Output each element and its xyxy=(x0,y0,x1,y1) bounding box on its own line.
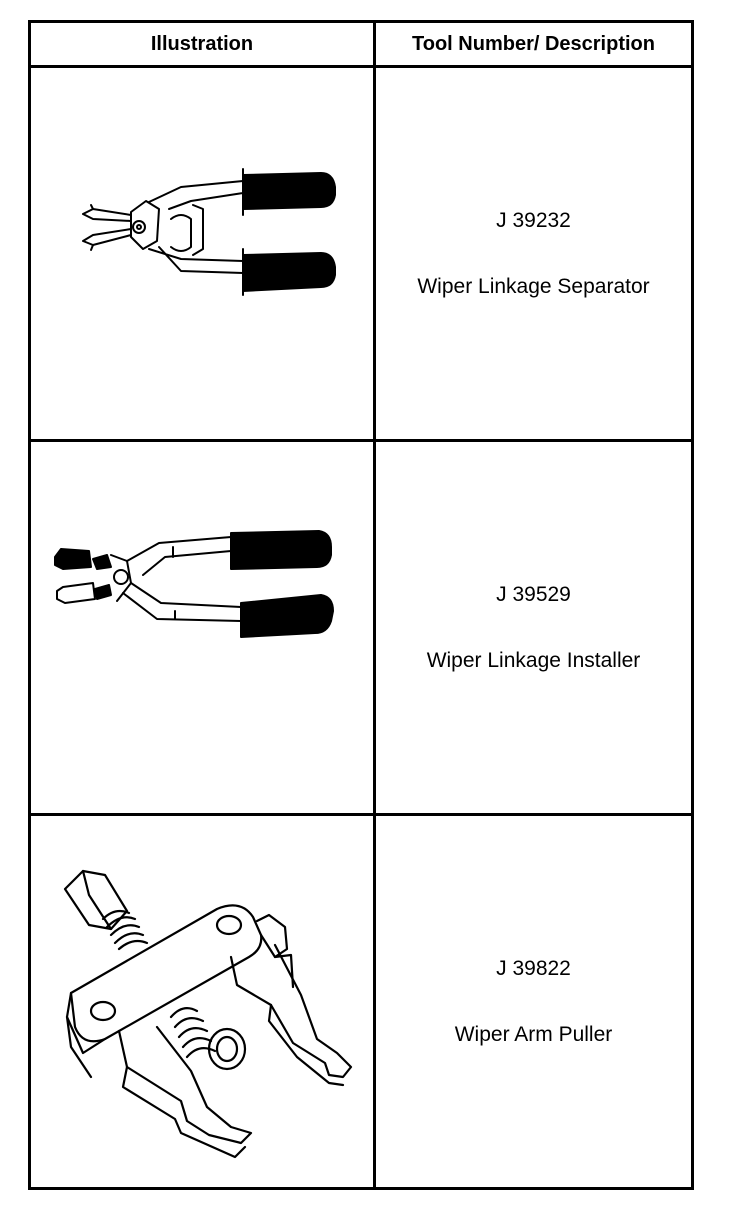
header-row: Illustration Tool Number/ Description xyxy=(28,20,694,68)
table-row: J 39822 Wiper Arm Puller xyxy=(28,813,694,1190)
tool-number: J 39232 xyxy=(496,208,571,232)
tool-description-cell: J 39822 Wiper Arm Puller xyxy=(373,813,694,1190)
header-illustration: Illustration xyxy=(28,20,376,68)
tool-description: Wiper Linkage Installer xyxy=(426,648,641,672)
table-row: J 39529 Wiper Linkage Installer xyxy=(28,439,694,816)
tool-number: J 39822 xyxy=(496,956,571,980)
linkage-installer-pliers-icon xyxy=(54,529,334,638)
linkage-separator-pliers-icon xyxy=(82,167,336,296)
illustration-cell xyxy=(28,65,376,442)
illustration-cell xyxy=(28,813,376,1190)
tool-description: Wiper Linkage Separator xyxy=(417,274,650,298)
tool-description-cell: J 39529 Wiper Linkage Installer xyxy=(373,439,694,816)
wiper-arm-puller-icon xyxy=(63,869,353,1158)
tool-description-cell: J 39232 Wiper Linkage Separator xyxy=(373,65,694,442)
illustration-cell xyxy=(28,439,376,816)
header-tool-description: Tool Number/ Description xyxy=(373,20,694,68)
tool-number: J 39529 xyxy=(496,582,571,606)
tool-table: Illustration Tool Number/ Description xyxy=(28,20,694,1190)
table-row: J 39232 Wiper Linkage Separator xyxy=(28,65,694,442)
tool-description: Wiper Arm Puller xyxy=(454,1022,613,1046)
